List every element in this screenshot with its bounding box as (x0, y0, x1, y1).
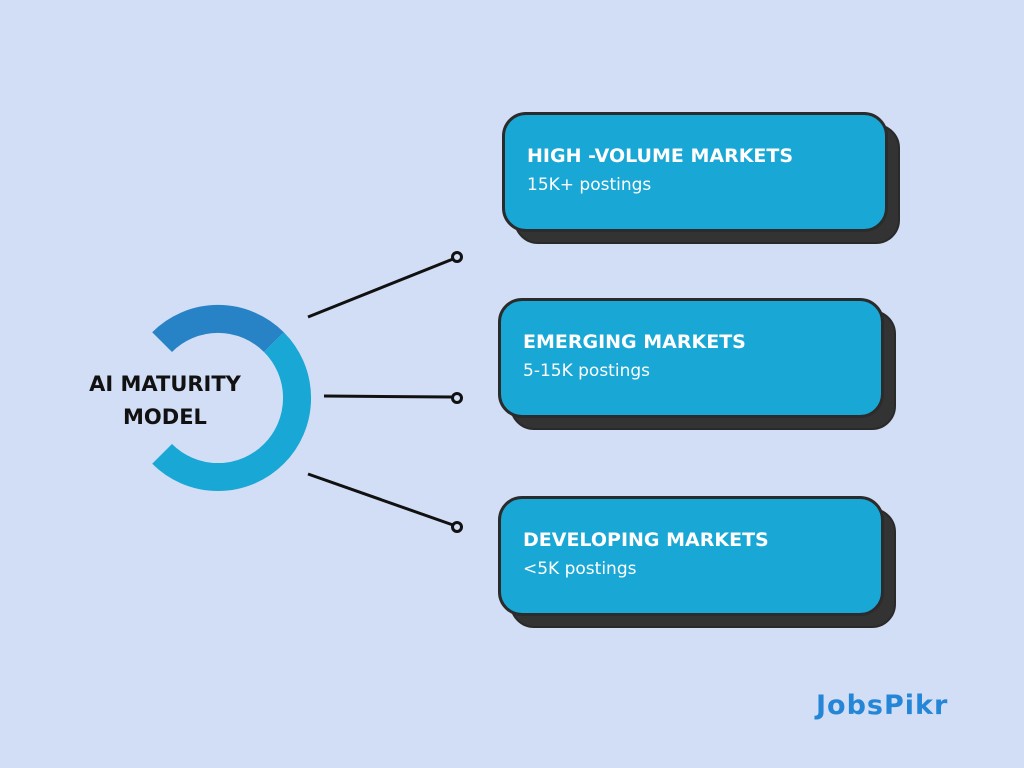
market-title: DEVELOPING MARKETS (523, 529, 769, 551)
center-title-line2: MODEL (123, 405, 207, 429)
connector-dot-3 (451, 521, 463, 533)
center-title-line1: AI MATURITY (89, 372, 241, 396)
connector-dot-1 (451, 251, 463, 263)
market-subtitle: <5K postings (523, 559, 637, 579)
ring-segment-light (152, 332, 311, 491)
connector-line-2 (323, 394, 453, 399)
market-title: EMERGING MARKETS (523, 331, 746, 353)
connector-line-1 (307, 257, 454, 319)
market-title: HIGH -VOLUME MARKETS (527, 145, 794, 167)
market-card-high-volume: HIGH -VOLUME MARKETS 15K+ postings (502, 112, 900, 244)
market-subtitle: 15K+ postings (527, 175, 652, 195)
ring-segment-dark (152, 305, 284, 353)
center-title: AI MATURITY MODEL (70, 368, 260, 434)
connector-dot-2 (451, 392, 463, 404)
jobspikr-logo: JobsPikr (816, 690, 949, 721)
market-card-developing: DEVELOPING MARKETS <5K postings (498, 496, 896, 628)
market-card-emerging: EMERGING MARKETS 5-15K postings (498, 298, 896, 430)
market-subtitle: 5-15K postings (523, 361, 650, 381)
connector-line-3 (307, 472, 454, 527)
